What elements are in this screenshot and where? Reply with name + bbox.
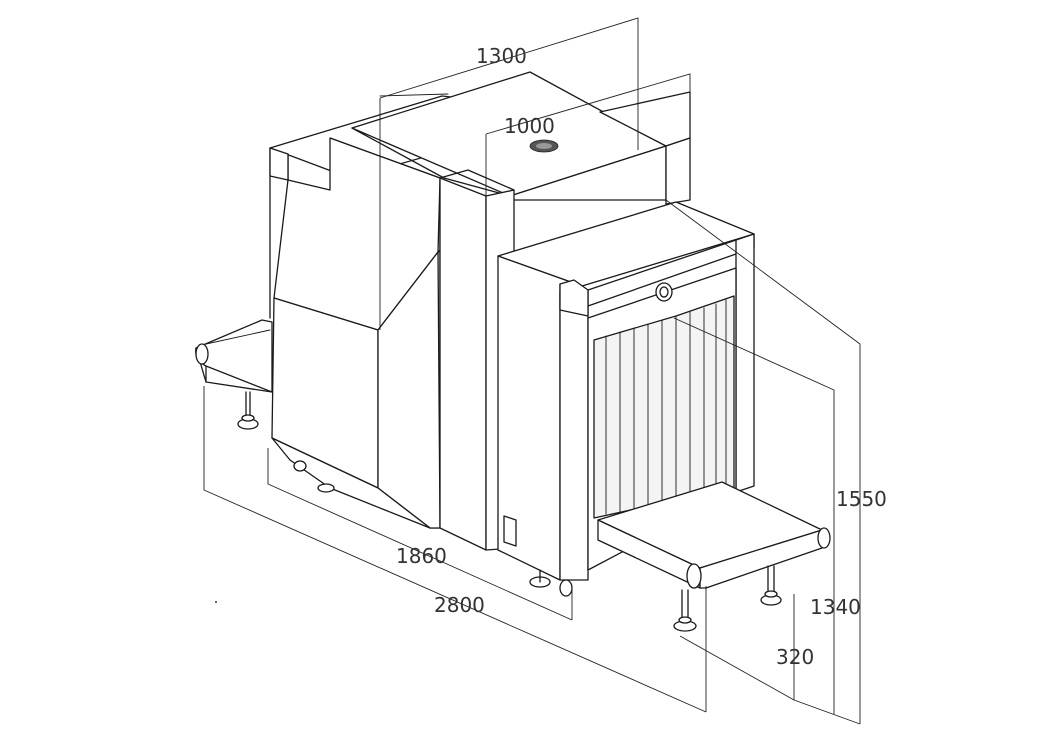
dim-conveyor-height: 1340 [810, 595, 861, 619]
tunnel-curtain [605, 299, 727, 515]
rear-housing [269, 93, 521, 529]
dim-body-length: 1860 [396, 544, 447, 568]
dim-total-height: 1550 [836, 487, 887, 511]
dim-tunnel-height: 320 [776, 645, 814, 669]
dimension-lines [203, 17, 861, 725]
stray-dot [215, 601, 217, 603]
right-conveyor [597, 481, 831, 632]
dim-tunnel-width: 1000 [504, 114, 555, 138]
dim-top-width: 1300 [476, 44, 527, 68]
vent-icon [529, 139, 559, 153]
dim-total-length: 2800 [434, 593, 485, 617]
left-conveyor [195, 319, 273, 430]
key-switch-icon [655, 282, 673, 302]
dimension-labels: 1300 1000 1860 2800 1550 1340 320 [396, 44, 887, 669]
